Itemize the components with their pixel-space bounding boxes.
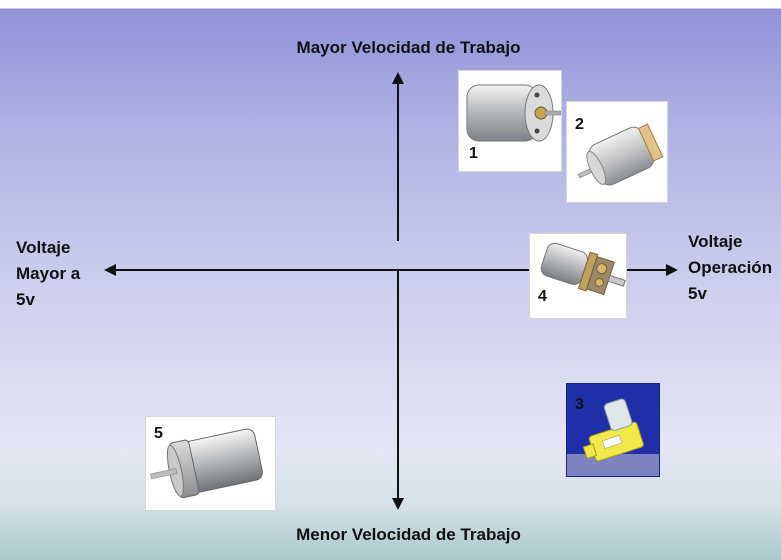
motor-5-number: 5 bbox=[154, 425, 163, 442]
right-label-line: 5v bbox=[688, 284, 707, 303]
motor-2-number: 2 bbox=[575, 116, 584, 133]
motor-2-card: 2 bbox=[566, 101, 668, 203]
large-dc-motor-icon bbox=[150, 428, 263, 499]
motor-3-card: 3 bbox=[566, 383, 660, 477]
motor-4-number: 4 bbox=[538, 288, 547, 305]
left-label-line: Mayor a bbox=[16, 264, 81, 283]
right-axis-label: Voltaje Operación 5v bbox=[688, 229, 772, 307]
left-label-line: 5v bbox=[16, 290, 35, 309]
motor-5-card: 5 bbox=[145, 416, 276, 511]
right-label-line: Operación bbox=[688, 258, 773, 277]
right-label-line: Voltaje bbox=[688, 232, 743, 251]
top-axis-label: Mayor Velocidad de Trabajo bbox=[296, 38, 521, 57]
yellow-gear-motor-icon bbox=[567, 384, 659, 476]
motor-3-number: 3 bbox=[575, 396, 584, 413]
motor-4-card: 4 bbox=[529, 233, 627, 319]
left-axis-label: Voltaje Mayor a 5v bbox=[16, 235, 80, 313]
left-label-line: Voltaje bbox=[16, 238, 71, 257]
micro-gear-motor-icon bbox=[540, 242, 626, 296]
micro-dc-motor-icon bbox=[577, 123, 664, 186]
motor-1-card: 1 bbox=[458, 70, 562, 172]
bottom-axis-label: Menor Velocidad de Trabajo bbox=[296, 525, 521, 544]
motor-1-number: 1 bbox=[469, 145, 478, 162]
mini-dc-motor-icon bbox=[466, 84, 561, 142]
